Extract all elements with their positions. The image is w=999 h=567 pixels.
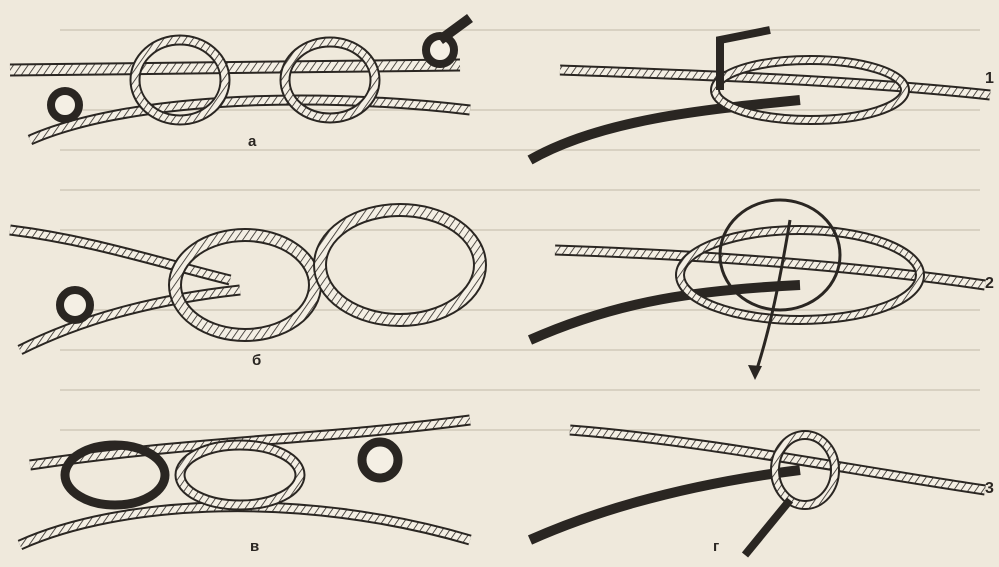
label-b: б [252,352,261,369]
label-step-2: 2 [985,275,994,293]
label-step-3: 3 [985,480,994,498]
knot-a [10,18,470,140]
label-g: г [713,538,719,555]
label-v: в [250,538,259,555]
knot-g-step-2 [530,200,985,380]
label-step-1: 1 [985,70,994,88]
knot-g-step-3 [530,430,985,555]
label-a: а [248,133,256,150]
knot-g-step-1 [530,30,990,160]
knot-v [20,420,470,545]
